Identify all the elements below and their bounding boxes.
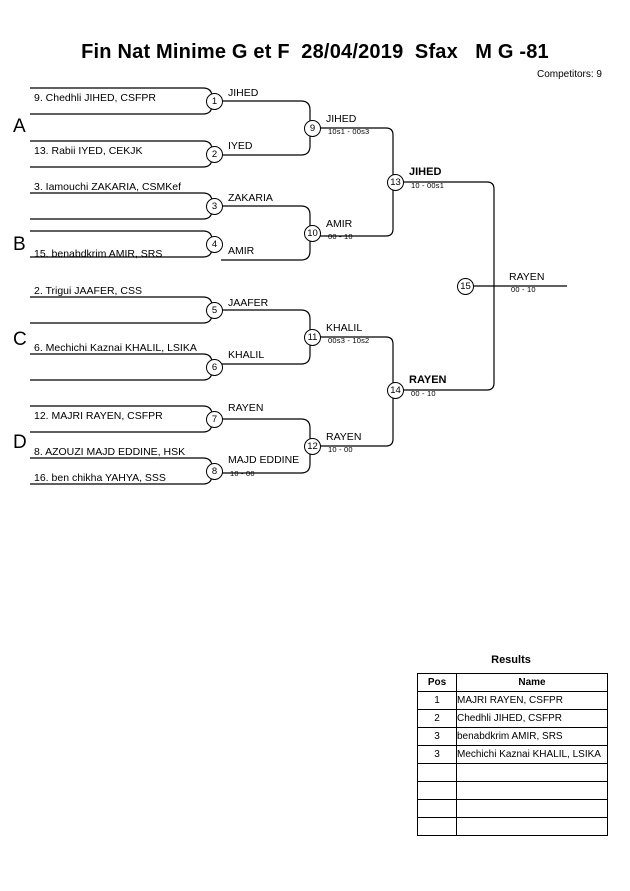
- match-score-12: 10 - 00: [328, 445, 353, 454]
- match-score-10: 00 - 10: [328, 232, 353, 241]
- results-cell-name: Chedhli JIHED, CSFPR: [456, 709, 608, 728]
- match-winner-14: RAYEN: [409, 374, 447, 386]
- match-winner-8: MAJD EDDINE: [228, 454, 300, 466]
- table-row: [417, 799, 608, 818]
- match-number-6[interactable]: 6: [206, 359, 223, 376]
- match-winner-13: JIHED: [409, 166, 442, 178]
- match-number-3[interactable]: 3: [206, 198, 223, 215]
- results-cell-pos: [417, 799, 457, 818]
- match-winner-15: RAYEN: [509, 271, 545, 283]
- results-cell-name: MAJRI RAYEN, CSFPR: [456, 691, 608, 710]
- match-winner-7: RAYEN: [228, 402, 264, 414]
- results-cell-name: Mechichi Kaznai KHALIL, LSIKA: [456, 745, 608, 764]
- match-winner-1: JIHED: [228, 87, 259, 99]
- match-number-12[interactable]: 12: [304, 438, 321, 455]
- table-row: [417, 763, 608, 782]
- group-label-b: B: [13, 234, 26, 255]
- match-number-9[interactable]: 9: [304, 120, 321, 137]
- match-winner-11: KHALIL: [326, 322, 363, 334]
- match-number-14[interactable]: 14: [387, 382, 404, 399]
- player-entry-2: 2. Trigui JAAFER, CSS: [34, 285, 142, 297]
- player-entry-6: 6. Mechichi Kaznai KHALIL, LSIKA: [34, 342, 197, 354]
- results-cell-pos: 2: [417, 709, 457, 728]
- group-label-a: A: [13, 116, 26, 137]
- match-number-13[interactable]: 13: [387, 174, 404, 191]
- match-number-8[interactable]: 8: [206, 463, 223, 480]
- match-score-13: 10 - 00s1: [411, 181, 445, 190]
- results-cell-pos: 3: [417, 727, 457, 746]
- match-score-15: 00 - 10: [511, 285, 536, 294]
- match-winner-10: AMIR: [326, 218, 353, 230]
- page-title: Fin Nat Minime G et F 28/04/2019 Sfax M …: [81, 41, 549, 63]
- table-row: [417, 781, 608, 800]
- player-entry-9: 9. Chedhli JIHED, CSFPR: [34, 92, 156, 104]
- match-winner-12: RAYEN: [326, 431, 362, 443]
- match-score-8: 10 - 00: [230, 469, 255, 478]
- results-cell-pos: [417, 763, 457, 782]
- match-number-5[interactable]: 5: [206, 302, 223, 319]
- player-entry-12: 12. MAJRI RAYEN, CSFPR: [34, 410, 163, 422]
- results-cell-pos: [417, 781, 457, 800]
- match-winner-9: JIHED: [326, 113, 357, 125]
- results-title: Results: [491, 654, 531, 666]
- match-score-14: 00 - 10: [411, 389, 436, 398]
- match-number-11[interactable]: 11: [304, 329, 321, 346]
- results-cell-name: [456, 763, 608, 782]
- player-entry-8: 8. AZOUZI MAJD EDDINE, HSK: [34, 446, 186, 458]
- results-cell-pos: 3: [417, 745, 457, 764]
- results-header-pos: Pos: [417, 673, 457, 692]
- match-winner-2: IYED: [228, 140, 253, 152]
- results-cell-name: benabdkrim AMIR, SRS: [456, 727, 608, 746]
- results-cell-name: [456, 817, 608, 836]
- match-winner-3: ZAKARIA: [228, 192, 273, 204]
- match-number-15[interactable]: 15: [457, 278, 474, 295]
- group-label-d: D: [13, 432, 27, 453]
- match-winner-4: AMIR: [228, 245, 255, 257]
- results-header-name: Name: [456, 673, 608, 692]
- player-entry-16: 16. ben chikha YAHYA, SSS: [34, 472, 166, 484]
- match-number-7[interactable]: 7: [206, 411, 223, 428]
- competitors-count: Competitors: 9: [536, 69, 602, 80]
- match-number-4[interactable]: 4: [206, 236, 223, 253]
- group-label-c: C: [13, 329, 27, 350]
- match-score-11: 00s3 - 10s2: [328, 336, 370, 345]
- match-number-2[interactable]: 2: [206, 146, 223, 163]
- player-entry-15: 15. benabdkrim AMIR, SRS: [34, 248, 163, 260]
- match-winner-6: KHALIL: [228, 349, 265, 361]
- player-entry-13: 13. Rabii IYED, CEKJK: [34, 145, 143, 157]
- match-score-9: 10s1 - 00s3: [328, 127, 370, 136]
- results-header-row: Pos Name: [417, 673, 608, 692]
- results-cell-name: [456, 781, 608, 800]
- results-cell-pos: [417, 817, 457, 836]
- player-entry-3: 3. Iamouchi ZAKARIA, CSMKef: [34, 181, 182, 193]
- results-cell-pos: 1: [417, 691, 457, 710]
- match-number-10[interactable]: 10: [304, 225, 321, 242]
- match-number-1[interactable]: 1: [206, 93, 223, 110]
- table-row: [417, 817, 608, 836]
- match-winner-5: JAAFER: [228, 297, 269, 309]
- results-cell-name: [456, 799, 608, 818]
